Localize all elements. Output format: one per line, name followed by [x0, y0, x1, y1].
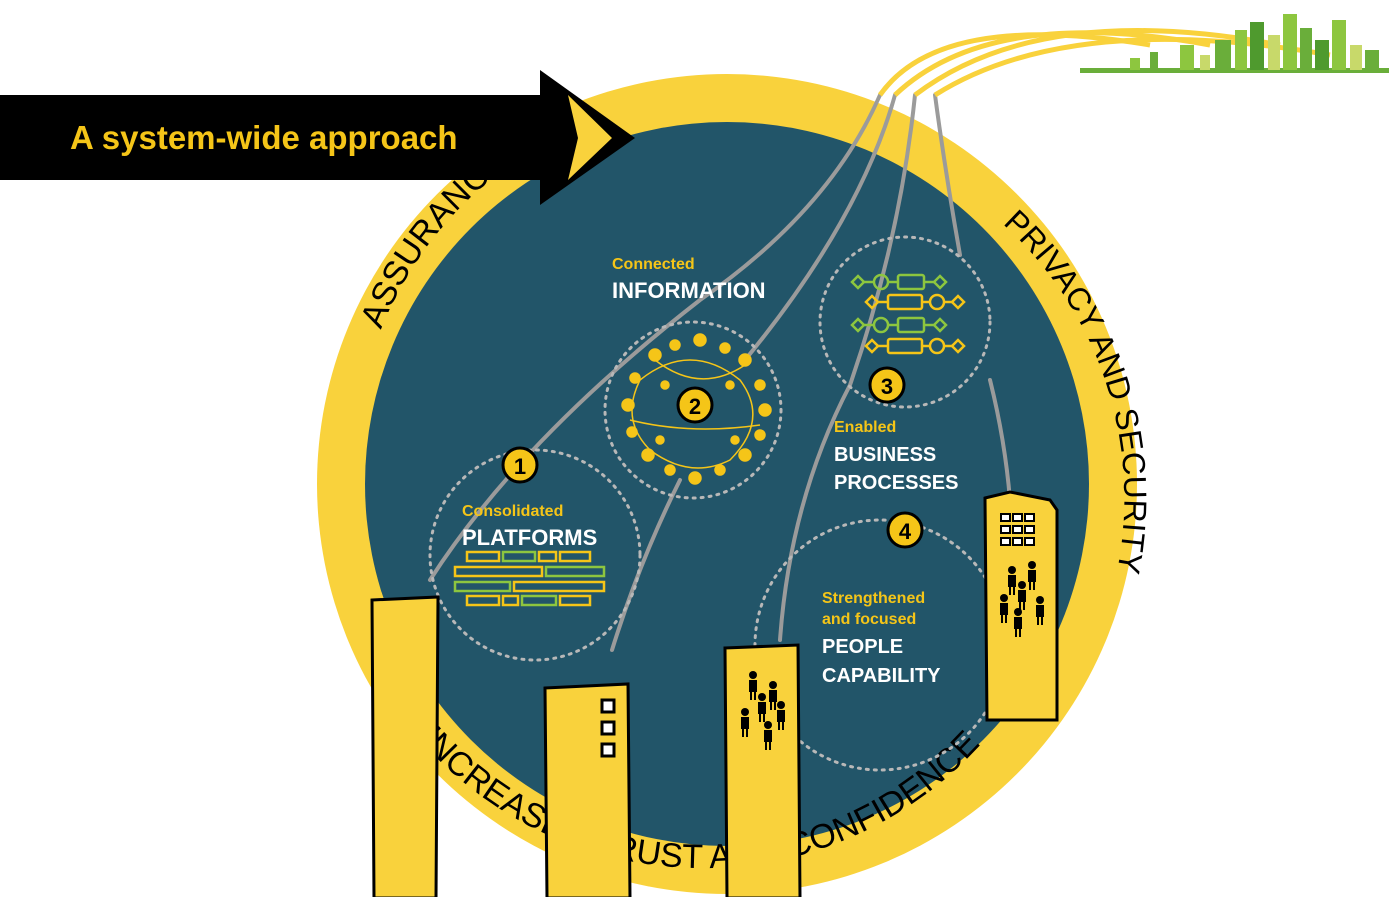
banner-title: A system-wide approach [70, 119, 458, 156]
inner-disc [365, 122, 1089, 846]
city-skyline-icon [1080, 14, 1389, 73]
pillar-2-badge: 2 [676, 386, 714, 424]
building-icon-windows [543, 682, 632, 897]
pillar-4-badge: 4 [886, 511, 924, 549]
pillar-2-qualifier: Connected [612, 256, 695, 273]
pillar-3-qualifier: Enabled [834, 419, 896, 436]
process-flow-icon [850, 273, 966, 355]
people-group-icon-tall-building [1000, 561, 1044, 637]
building-icon-people [723, 643, 802, 897]
pillar-circle-1 [428, 448, 642, 662]
pillar-4-qualifier-line1: Strengthened [822, 590, 925, 607]
pillar-1-qualifier: Consolidated [462, 503, 563, 520]
arcs-to-city [877, 28, 1331, 98]
pillar-1-title: PLATFORMS [462, 525, 597, 550]
pillar-2-title: INFORMATION [612, 278, 766, 303]
people-group-icon [741, 671, 785, 750]
pillar-1-number: 1 [514, 454, 526, 479]
pillar-3-badge: 3 [868, 366, 906, 404]
window-icon [600, 720, 616, 736]
pillar-circle-3 [818, 235, 992, 409]
pillar-2-number: 2 [689, 394, 701, 419]
information-network-icon [621, 333, 772, 485]
pillar-circle-2 [603, 320, 783, 500]
pillar-4-number: 4 [899, 519, 912, 544]
pillar-3-number: 3 [881, 374, 893, 399]
window-icon [600, 698, 616, 714]
pillar-4-title-line1: PEOPLE [822, 636, 903, 658]
pillar-3-title-line2: PROCESSES [834, 472, 958, 494]
banner: A system-wide approach [0, 70, 635, 205]
building-icon-left [370, 595, 440, 897]
window-icon [600, 742, 616, 758]
pillar-1-badge: 1 [501, 446, 539, 484]
pillar-3-title-line1: BUSINESS [834, 444, 936, 466]
pillar-4-title-line2: CAPABILITY [822, 665, 941, 687]
pillar-4-qualifier-line2: and focused [822, 611, 916, 628]
platform-blocks-icon [453, 550, 606, 607]
connection-lines [428, 93, 1012, 652]
